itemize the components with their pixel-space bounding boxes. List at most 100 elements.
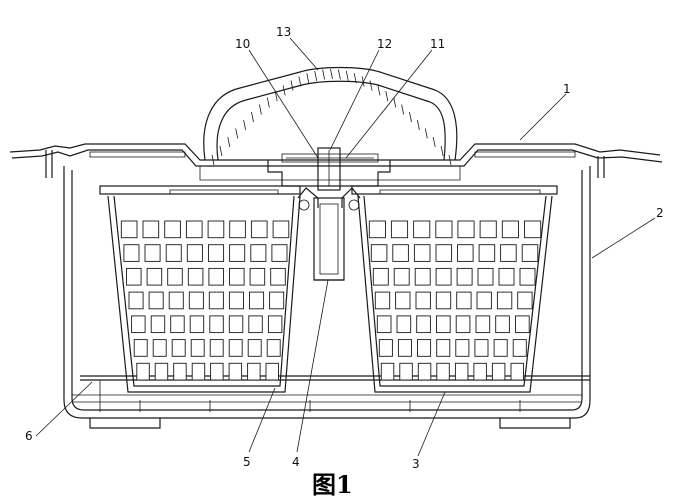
mesh-hole [381, 363, 394, 380]
mesh-hole [457, 292, 471, 309]
mesh-hole [211, 363, 224, 380]
mesh-hole [518, 292, 532, 309]
mesh-hole [437, 340, 450, 357]
handle-rib [315, 71, 317, 81]
mesh-hole [476, 316, 490, 333]
mesh-hole [497, 292, 511, 309]
mesh-hole [499, 268, 514, 285]
mesh-hole [456, 316, 470, 333]
mesh-hole [377, 316, 391, 333]
mesh-hole [153, 340, 166, 357]
carry-handle [204, 68, 457, 166]
mesh-hole [273, 221, 289, 238]
mesh-hole [249, 316, 262, 333]
handle-rib [433, 137, 435, 147]
mesh-hole [375, 292, 389, 309]
mesh-hole [132, 316, 146, 333]
mesh-hole [137, 363, 150, 380]
mesh-hole [496, 316, 510, 333]
mesh-hole [229, 363, 242, 380]
mesh-hole [455, 363, 468, 380]
handle-rib [259, 105, 261, 115]
mesh-hole [229, 316, 243, 333]
mesh-hole [494, 340, 507, 357]
part-label-11: 11 [430, 37, 445, 51]
mesh-hole [209, 268, 224, 285]
mesh-hole [171, 316, 185, 333]
part-label-2: 2 [656, 206, 664, 220]
mesh-hole [436, 245, 452, 262]
mesh-hole [393, 245, 409, 262]
mesh-hole [516, 316, 530, 333]
mesh-hole [149, 292, 163, 309]
mesh-hole [417, 316, 431, 333]
mesh-hole [525, 221, 541, 238]
mesh-hole [400, 363, 413, 380]
mesh-hole [129, 292, 143, 309]
handle-rib [323, 70, 325, 80]
mesh-hole [187, 245, 202, 262]
mesh-hole [208, 221, 224, 238]
mesh-hole [479, 245, 495, 262]
mesh-hole [229, 292, 243, 309]
mesh-hole [437, 363, 450, 380]
mesh-hole [270, 292, 284, 309]
handle-rib [417, 120, 419, 130]
mesh-hole [230, 245, 245, 262]
mesh-hole [480, 221, 496, 238]
mesh-hole [436, 268, 451, 285]
mesh-hole [229, 340, 242, 357]
mesh-hole [251, 245, 266, 262]
mesh-hole [151, 316, 165, 333]
part-label-6: 6 [25, 429, 33, 443]
mesh-hole [414, 245, 430, 262]
mesh-hole [397, 316, 411, 333]
handle-rib [244, 120, 246, 130]
mesh-hole [379, 340, 392, 357]
part-label-10: 10 [235, 37, 250, 51]
mesh-hole [502, 221, 518, 238]
mesh-hole [522, 245, 538, 262]
mesh-hole [230, 221, 246, 238]
handle-rib [228, 137, 230, 147]
figure-caption: 图1 [312, 470, 353, 499]
mesh-hole [511, 363, 524, 380]
mesh-hole [209, 245, 224, 262]
handle-rib [402, 105, 404, 115]
handle-rib [441, 146, 443, 156]
mesh-hole [414, 221, 430, 238]
mesh-hole [121, 221, 137, 238]
handle-rib [394, 98, 396, 108]
handle-rib [346, 71, 348, 81]
mesh-hole [267, 340, 280, 357]
mesh-hole [271, 268, 286, 285]
part-label-4: 4 [292, 455, 300, 469]
mesh-hole [190, 316, 204, 333]
mesh-hole [436, 221, 452, 238]
handle-rib [410, 112, 412, 122]
mesh-hole [437, 316, 451, 333]
mesh-hole [418, 340, 431, 357]
mesh-hole [478, 268, 493, 285]
mesh-hole [186, 221, 202, 238]
mesh-hole [398, 340, 411, 357]
mesh-hole [230, 268, 245, 285]
left-basket [108, 196, 300, 392]
part-label-5: 5 [243, 455, 251, 469]
mesh-hole [268, 316, 282, 333]
mesh-hole [391, 221, 407, 238]
handle-rib [252, 112, 254, 122]
mesh-hole [436, 292, 450, 309]
mesh-hole [396, 292, 410, 309]
mesh-hole [210, 340, 223, 357]
mesh-hole [457, 268, 472, 285]
mesh-hole [155, 363, 168, 380]
mesh-hole [248, 340, 261, 357]
mesh-hole [369, 221, 385, 238]
handle-rib [331, 69, 333, 79]
bottom-tray [80, 376, 590, 412]
part-label-1: 1 [563, 82, 571, 96]
mesh-hole [492, 363, 505, 380]
mesh-hole [394, 268, 409, 285]
